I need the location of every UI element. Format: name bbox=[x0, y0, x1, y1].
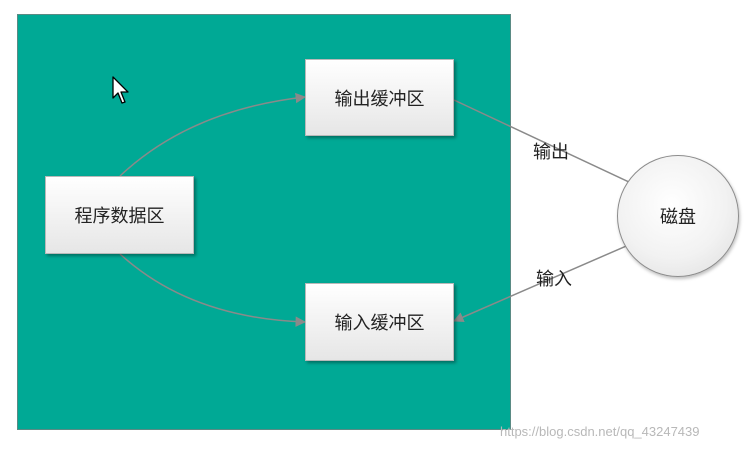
mouse-pointer-icon bbox=[112, 76, 129, 104]
edge-label-output: 输出 bbox=[533, 142, 569, 163]
node-output-buffer: 输出缓冲区 bbox=[305, 59, 454, 136]
edge-label-input: 输入 bbox=[536, 269, 572, 290]
node-program-data-area: 程序数据区 bbox=[45, 176, 194, 254]
edge-program-to-output-buffer bbox=[119, 92, 307, 177]
watermark: https://blog.csdn.net/qq_43247439 bbox=[500, 424, 700, 439]
node-input-buffer: 输入缓冲区 bbox=[305, 283, 454, 361]
node-disk: 磁盘 bbox=[617, 155, 739, 277]
edge-program-to-input-buffer bbox=[119, 253, 307, 327]
